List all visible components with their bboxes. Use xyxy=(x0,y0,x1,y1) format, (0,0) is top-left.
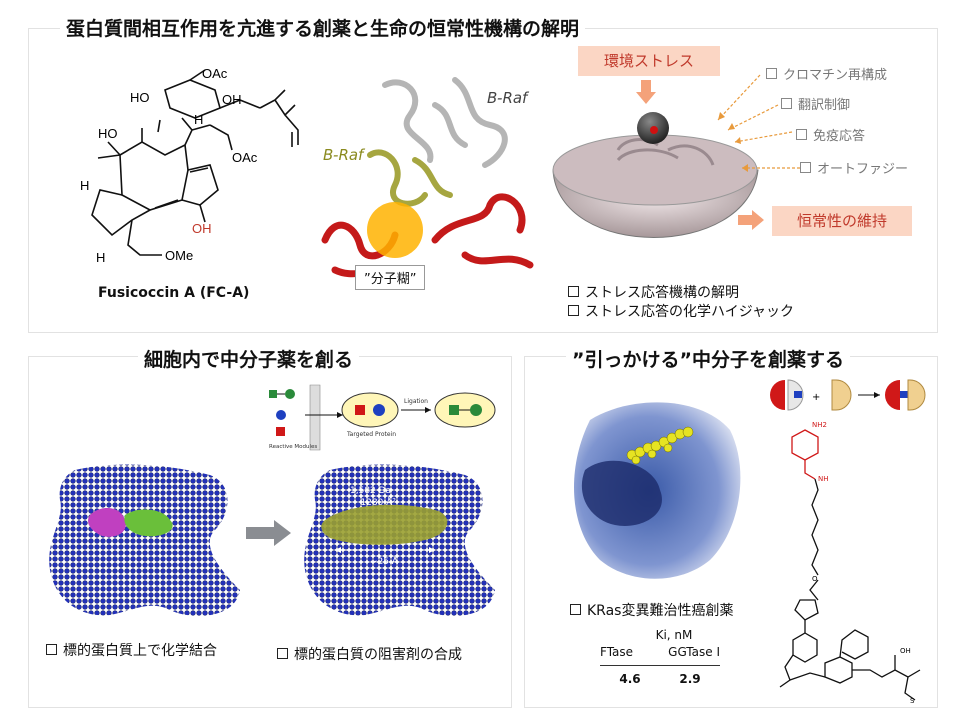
length-label: ~25 Å xyxy=(370,555,399,567)
checkbox-icon xyxy=(568,286,579,297)
homeostasis-box: 恒常性の維持 xyxy=(772,206,912,236)
checkbox-icon xyxy=(46,644,57,655)
process-item-chromatin: クロマチン再構成 xyxy=(766,64,887,83)
checkbox-icon xyxy=(781,98,792,109)
ki-col-ftase: FTase xyxy=(600,645,634,659)
mol-h-1: H xyxy=(194,112,203,127)
process-item-immune: 免疫応答 xyxy=(796,125,865,144)
braf-protein-image: B-Raf B-Raf xyxy=(321,77,534,284)
mass-label: 1,582 Da xyxy=(350,486,391,496)
process-item-autophagy: オートファジー xyxy=(800,158,908,177)
bottom-right-bullet: KRas変異難治性癌創薬 xyxy=(570,600,733,620)
bottom-left-bullet-2: 標的蛋白質の阻害剤の合成 xyxy=(277,644,462,664)
mol-ome: OMe xyxy=(165,248,193,263)
mol-oh-red: OH xyxy=(192,221,212,236)
ki-value-ftase: 4.6 xyxy=(619,672,641,686)
mol-oac-1: OAc xyxy=(202,66,228,81)
top-bullet-2: ストレス応答の化学ハイジャック xyxy=(568,301,794,321)
mol-oh: OH xyxy=(900,647,911,655)
inhibitor-structure: NH2 NH O OH S xyxy=(779,421,921,705)
fusicoccin-structure: OAc HO OH HO H OAc H OH H OMe xyxy=(80,66,299,265)
checkbox-icon xyxy=(766,68,777,79)
checkbox-icon xyxy=(277,648,288,659)
mol-h-3: H xyxy=(96,250,105,265)
ligation-label: Ligation xyxy=(404,398,428,405)
bottom-right-title: ”引っかける”中分子を創薬する xyxy=(566,345,850,372)
ki-table: Ki, nM FTase GGTase I 4.6 2.9 xyxy=(600,628,720,686)
reactive-modules-label: Reactive Modules xyxy=(269,444,317,450)
protein-surface-after: 1,582 Da ~ 1280 Å² ~25 Å xyxy=(304,464,495,616)
top-bullet-1: ストレス応答機構の解明 xyxy=(568,282,739,302)
mol-ho-1: HO xyxy=(130,90,150,105)
mol-ho-2: HO xyxy=(98,126,118,141)
checkbox-icon xyxy=(568,305,579,316)
checkbox-icon xyxy=(800,162,811,173)
ki-col-ggtase: GGTase I xyxy=(668,645,720,659)
mol-oac-2: OAc xyxy=(232,150,258,165)
process-arrows xyxy=(717,74,800,172)
molecular-glue-label: ”分子糊” xyxy=(355,265,426,290)
bottom-left-title: 細胞内で中分子薬を創る xyxy=(138,345,360,372)
svg-text:+: + xyxy=(812,392,820,403)
bottom-left-bullet-1: 標的蛋白質上で化学結合 xyxy=(46,640,217,660)
area-label: ~ 1280 Å² xyxy=(350,496,396,508)
mol-h-2: H xyxy=(80,178,89,193)
protein-surface-before xyxy=(49,464,241,616)
cell-illustration xyxy=(552,112,759,238)
kras-protein-image xyxy=(573,402,741,579)
process-item-translation: 翻訳制御 xyxy=(781,94,850,113)
braf-label-right: B-Raf xyxy=(487,89,530,107)
right-arrow-icon xyxy=(738,210,764,230)
mol-oh-1: OH xyxy=(222,92,242,107)
capture-scheme: + xyxy=(770,379,926,411)
targeted-protein-label: Targeted Protein xyxy=(346,431,396,438)
fusicoccin-label: Fusicoccin A (FC-A) xyxy=(98,285,250,301)
right-arrow-icon xyxy=(246,520,291,546)
braf-label-left: B-Raf xyxy=(323,146,366,164)
top-panel xyxy=(28,28,938,333)
checkbox-icon xyxy=(570,604,581,615)
down-arrow-icon xyxy=(636,80,656,104)
ki-value-ggtase: 2.9 xyxy=(679,672,701,686)
checkbox-icon xyxy=(796,129,807,140)
mol-nh2: NH2 xyxy=(812,421,827,429)
mol-s: S xyxy=(910,697,915,705)
mol-nh: NH xyxy=(818,475,829,483)
top-title: 蛋白質間相互作用を亢進する創薬と生命の恒常性機構の解明 xyxy=(60,14,586,41)
environmental-stress-box: 環境ストレス xyxy=(578,46,720,76)
mol-o: O xyxy=(812,575,818,583)
ligation-scheme: Ligation Targeted Protein Reactive Modul… xyxy=(269,384,496,451)
ki-header: Ki, nM xyxy=(655,628,693,642)
